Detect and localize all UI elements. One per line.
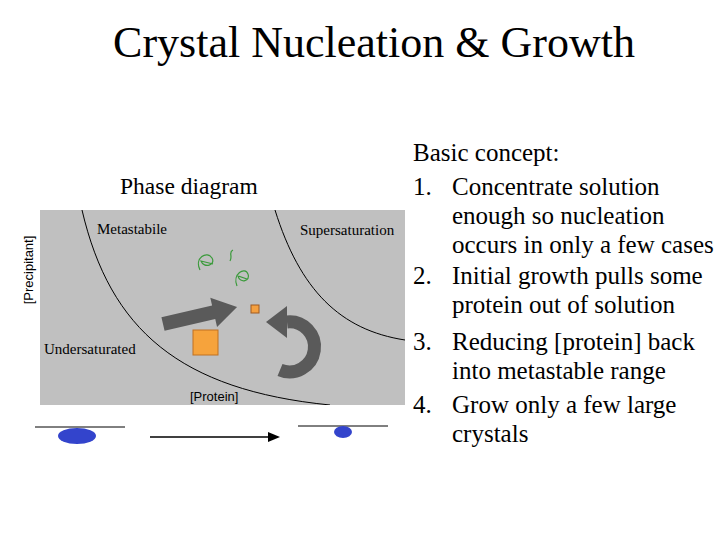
nucleus-sketch (236, 271, 249, 286)
diagram-heading: Phase diagram (120, 173, 258, 200)
slide-title: Crystal Nucleation & Growth (113, 18, 635, 69)
list-item: Concentrate solution enough so nucleatio… (452, 172, 718, 259)
region-label: Supersaturation (300, 222, 394, 239)
list-number: 2. (413, 261, 432, 290)
large-crystal (193, 330, 218, 355)
solubility-curve (82, 210, 330, 405)
growth-arrowhead (266, 306, 287, 338)
list-number: 3. (413, 327, 432, 356)
axis-label: [Protein] (190, 390, 238, 405)
process-arrow (150, 436, 270, 438)
small-crystal (251, 305, 259, 313)
nucleus-sketch (230, 250, 233, 261)
nucleation-arrow (160, 292, 241, 338)
list-item: Reducing [protein] back into metastable … (452, 327, 718, 385)
small-drop (334, 426, 352, 438)
list-number: 1. (413, 172, 432, 201)
list-item: Grow only a few large crystals (452, 390, 718, 448)
region-label: Undersaturated (44, 341, 136, 358)
process-arrowhead (268, 432, 280, 442)
list-number: 4. (413, 390, 432, 419)
drop-baseline (35, 427, 125, 428)
axis-label: [Precipitant] (22, 236, 37, 305)
nucleus-sketch (198, 255, 213, 270)
list-item: Initial growth pulls some protein out of… (452, 261, 718, 319)
large-drop (58, 428, 96, 444)
phase-diagram-art (40, 210, 405, 405)
phase-diagram-plot: Metastabile SupersaturationUndersaturated… (40, 210, 405, 405)
list-heading: Basic concept: (413, 139, 559, 168)
region-label: Metastabile (97, 221, 167, 238)
